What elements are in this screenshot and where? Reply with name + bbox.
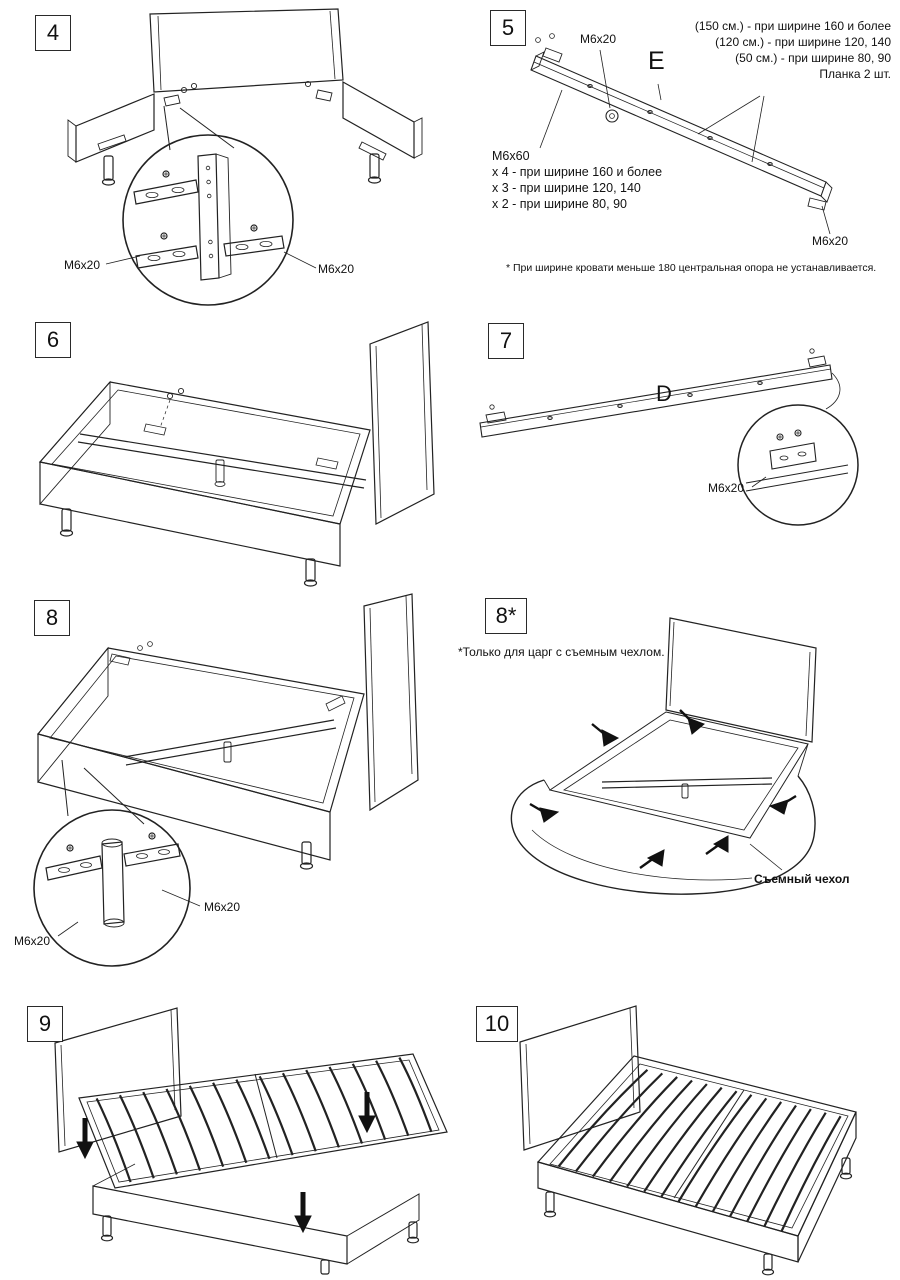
step7-number: 7: [488, 323, 524, 359]
step6-illustration: [38, 321, 435, 587]
step5-number: 5: [490, 10, 526, 46]
step5-panel: 5: [460, 6, 895, 286]
step5-screw-bottom-label: М6х20: [812, 234, 849, 248]
width-option-line: (50 см.) - при ширине 80, 90: [735, 51, 891, 65]
step9-illustration: [54, 1007, 448, 1275]
step7-part-letter: D: [656, 381, 672, 406]
step7-panel: 7: [460, 315, 895, 533]
step8a-number: 8*: [485, 598, 527, 634]
step8-panel: 8: [12, 592, 460, 972]
step8-number: 8: [34, 600, 70, 636]
step4-screw-label-right: М6х20: [318, 262, 355, 276]
step5-illustration: [530, 33, 833, 235]
step5-note: * При ширине кровати меньше 180 централь…: [506, 262, 877, 274]
bolt-line: х 2 - при ширине 80, 90: [492, 197, 627, 211]
step8a-illustration: [510, 617, 817, 895]
step6-panel: 6: [18, 312, 463, 597]
step7-screw-label: М6х20: [708, 481, 745, 495]
step8-screw-label-bottom: М6х20: [14, 934, 51, 948]
step8-illustration: [33, 593, 419, 967]
width-option-line: Планка 2 шт.: [819, 67, 891, 81]
step4-number: 4: [35, 15, 71, 51]
step4-screw-label-left: М6х20: [64, 258, 101, 272]
bolt-line: х 3 - при ширине 120, 140: [492, 181, 641, 195]
step8a-panel: 8*: [452, 592, 897, 927]
width-option-line: (120 см.) - при ширине 120, 140: [715, 35, 891, 49]
step6-number: 6: [35, 322, 71, 358]
step4-illustration: [67, 8, 423, 306]
step5-width-options: (150 см.) - при ширине 160 и более (120 …: [695, 18, 891, 82]
step9-panel: 9: [15, 998, 465, 1276]
step5-bolt-quantities: М6х60 х 4 - при ширине 160 и более х 3 -…: [492, 148, 662, 212]
step10-panel: 10: [458, 998, 895, 1276]
slat-group: [557, 1068, 842, 1232]
bolt-line: М6х60: [492, 149, 530, 163]
step10-illustration: [519, 1005, 857, 1276]
step8a-cover-label: Съемный чехол: [754, 872, 850, 886]
step5-screw-top-label: М6х20: [580, 32, 617, 46]
step5-part-letter: Е: [648, 47, 665, 75]
step9-number: 9: [27, 1006, 63, 1042]
step8-screw-label-right: М6х20: [204, 900, 241, 914]
bolt-line: х 4 - при ширине 160 и более: [492, 165, 663, 179]
step4-panel: 4: [18, 6, 463, 311]
step8a-note: *Только для царг с съемным чехлом.: [458, 645, 665, 659]
step10-number: 10: [476, 1006, 518, 1042]
width-option-line: (150 см.) - при ширине 160 и более: [694, 19, 891, 33]
step7-illustration: [479, 348, 859, 526]
